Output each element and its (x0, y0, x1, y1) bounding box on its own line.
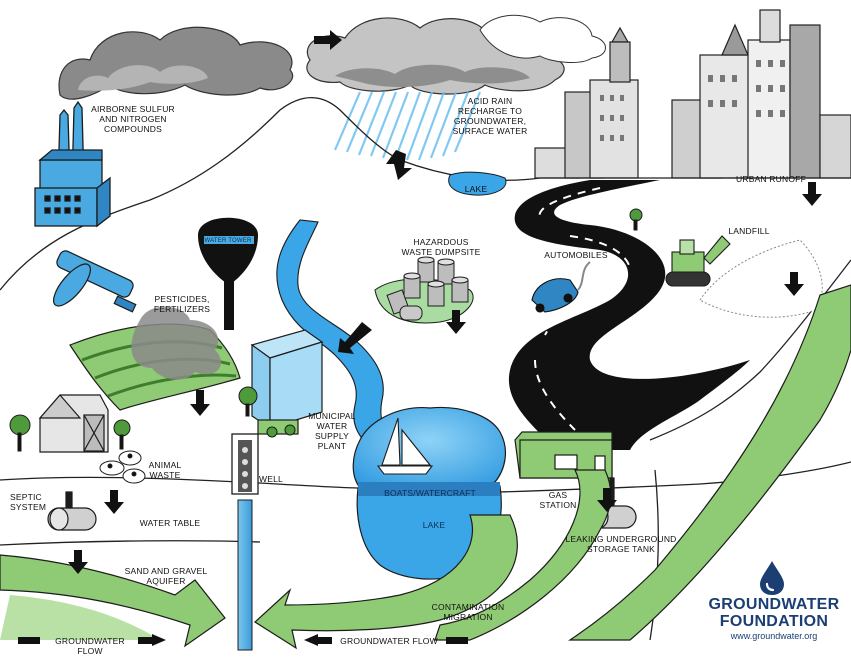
label-boats: BOATS/WATERCRAFT (384, 488, 476, 498)
plant-trees (238, 386, 296, 438)
label-municipal: MUNICIPAL WATER SUPPLY PLANT (308, 411, 356, 451)
arrow-down-icon (190, 390, 210, 416)
smoke-cloud (58, 26, 294, 100)
mountain-lake (448, 171, 507, 196)
water-table-band (358, 482, 500, 496)
road (508, 180, 750, 450)
flow-bar-icon (18, 637, 40, 644)
water-tower (198, 217, 258, 330)
label-lake-bottom: LAKE (422, 520, 446, 530)
label-hazardous: HAZARDOUS WASTE DUMPSITE (401, 237, 481, 257)
arrow-left-icon (304, 634, 318, 646)
arrow-down-icon (386, 150, 412, 180)
brand-line1: GROUNDWATER (708, 596, 840, 613)
direction-arrows (18, 30, 822, 646)
groundwater-flow-arrows (0, 284, 851, 650)
label-animal-waste: ANIMAL WASTE (148, 460, 182, 480)
cows (99, 450, 146, 484)
sailboat (376, 417, 434, 475)
barn (38, 394, 109, 453)
label-contamination: CONTAMINATION MIGRATION (431, 602, 505, 622)
label-automobiles: AUTOMOBILES (544, 250, 608, 260)
label-leaking: LEAKING UNDERGROUND STORAGE TANK (565, 534, 677, 554)
rain-cloud (306, 14, 606, 95)
arrow-right-icon (314, 30, 342, 50)
label-airborne: AIRBORNE SULFUR AND NITROGEN COMPOUNDS (91, 104, 175, 134)
label-landfill: LANDFILL (728, 226, 770, 236)
factory (34, 100, 111, 228)
label-gw-flow-left: GROUNDWATER FLOW (55, 636, 125, 656)
car (531, 261, 591, 313)
label-pesticides: PESTICIDES, FERTILIZERS (153, 294, 211, 314)
arrow-down-icon (68, 550, 88, 574)
farm-trees (9, 208, 643, 452)
arrow-diag-icon (338, 322, 372, 354)
skyline-windows (600, 60, 785, 141)
landfill (699, 239, 823, 318)
waste-barrels (374, 256, 474, 324)
brand-line2: FOUNDATION (719, 613, 829, 630)
groundwater-foundation-logo[interactable]: GROUNDWATER FOUNDATION www.groundwater.o… (704, 596, 844, 641)
road-center-line (534, 187, 631, 431)
bulldozer (665, 235, 731, 287)
pesticide-cloud (131, 306, 222, 380)
label-septic: SEPTIC SYSTEM (10, 492, 47, 512)
arrow-down-icon (784, 272, 804, 296)
label-urban-runoff: URBAN RUNOFF (736, 174, 806, 184)
arrow-down-icon (104, 490, 124, 514)
septic-tank (47, 491, 97, 531)
label-water-table: WATER TABLE (139, 518, 201, 528)
arrow-right-icon (152, 634, 166, 646)
label-gas-station: GAS STATION (539, 490, 577, 510)
gas-station (514, 431, 615, 509)
label-well: WELL (259, 474, 283, 484)
arrow-down-icon (802, 182, 822, 206)
label-aquifer: SAND AND GRAVEL AQUIFER (124, 566, 208, 586)
brand-url[interactable]: www.groundwater.org (730, 631, 818, 641)
acid-rain-streaks (333, 91, 482, 161)
flow-bar-icon (446, 637, 468, 644)
well (231, 433, 259, 651)
label-lake-top: LAKE (464, 184, 488, 194)
water-drop-icon (760, 561, 784, 595)
label-acid-rain: ACID RAIN RECHARGE TO GROUNDWATER, SURFA… (452, 96, 528, 136)
arrow-down-icon (597, 488, 617, 512)
crop-sprayer-plane (53, 250, 137, 313)
label-gw-flow-mid: GROUNDWATER FLOW (340, 636, 438, 646)
arrow-down-icon (446, 310, 466, 334)
label-water-tower: WATER TOWER (204, 238, 252, 244)
